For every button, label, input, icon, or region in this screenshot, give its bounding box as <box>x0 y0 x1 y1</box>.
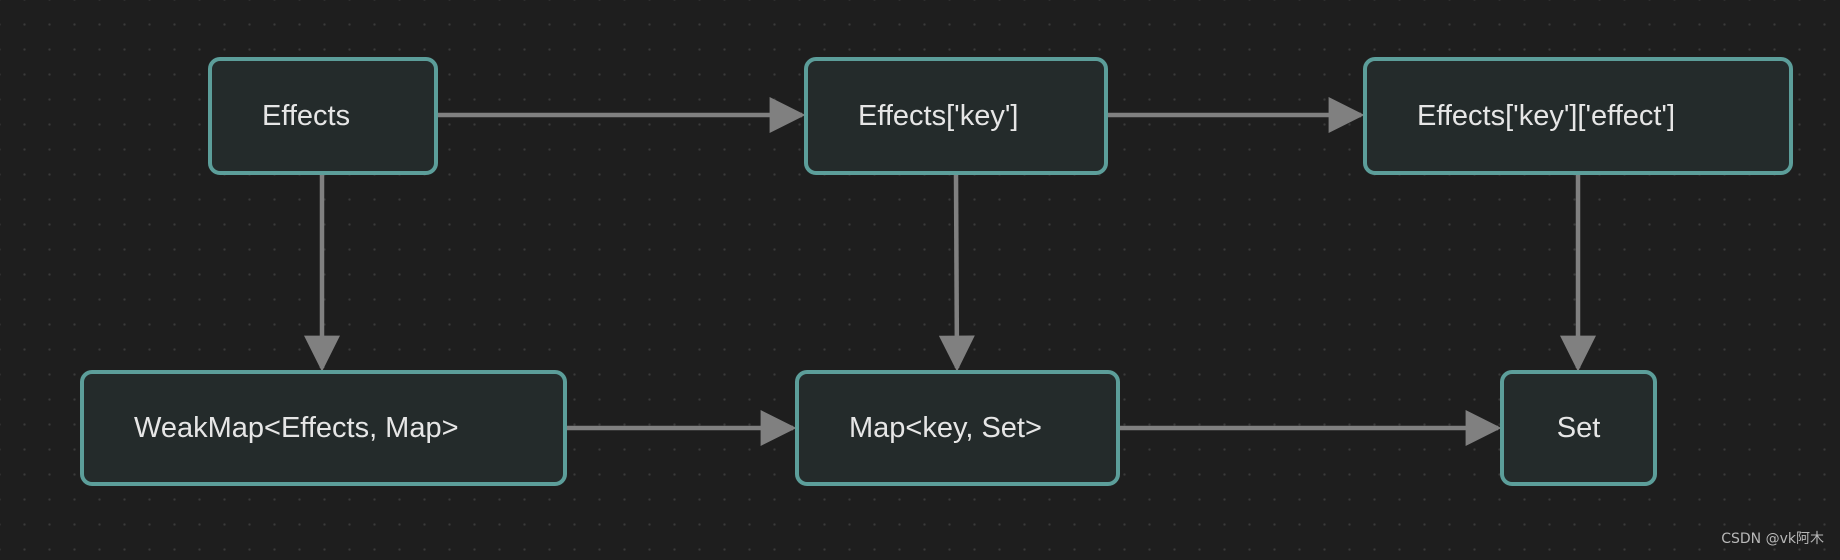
node-map-label: Map<key, Set> <box>849 411 1042 444</box>
node-weakmap-label: WeakMap<Effects, Map> <box>134 411 459 444</box>
node-set-label: Set <box>1556 411 1601 444</box>
node-map[interactable]: Map<key, Set> <box>795 370 1120 486</box>
watermark: CSDN @vk阿木 <box>1721 531 1824 547</box>
node-effects-key[interactable]: Effects['key'] <box>804 57 1108 175</box>
node-effects-key-effect-label: Effects['key']['effect'] <box>1417 99 1676 132</box>
node-effects-key-effect[interactable]: Effects['key']['effect'] <box>1363 57 1793 175</box>
node-effects-label: Effects <box>262 99 351 132</box>
node-effects-key-label: Effects['key'] <box>858 99 1019 132</box>
node-weakmap[interactable]: WeakMap<Effects, Map> <box>80 370 567 486</box>
node-set[interactable]: Set <box>1500 370 1657 486</box>
edge-effects-key-to-map <box>938 174 975 372</box>
node-effects[interactable]: Effects <box>208 57 438 175</box>
